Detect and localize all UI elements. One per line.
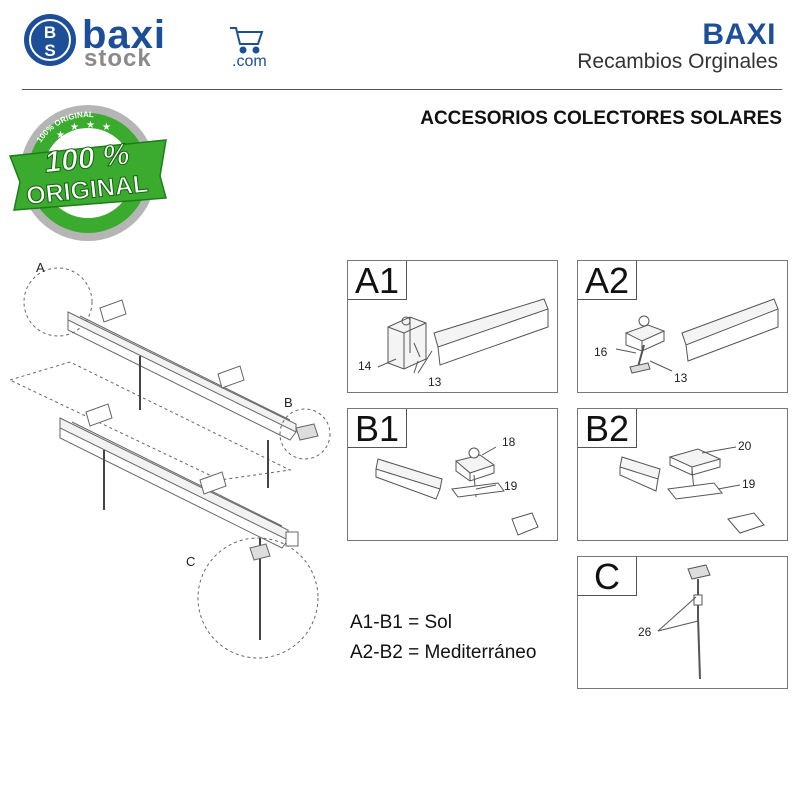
collector-outline xyxy=(8,361,292,481)
svg-text:★: ★ xyxy=(102,122,111,133)
shopping-cart-icon xyxy=(230,27,264,54)
detail-drawing-c xyxy=(657,564,711,680)
detail-drawing-b2 xyxy=(619,446,765,534)
logo-word-bottom: stock xyxy=(84,45,152,72)
detail-panel-a2: A2 16 13 xyxy=(577,260,788,393)
seal-main-text: 100 % xyxy=(43,138,131,180)
assembly-label-a: A xyxy=(36,260,45,275)
callout-a1-14: 14 xyxy=(358,359,372,373)
panel-code-b2: B2 xyxy=(578,409,637,449)
callout-a2-16: 16 xyxy=(594,345,608,359)
callout-b1-19: 19 xyxy=(504,479,518,493)
panel-code-a2: A2 xyxy=(578,261,637,301)
logo-word-top: baxi xyxy=(82,13,166,57)
legend-mediterraneo: A2-B2 = Mediterráneo xyxy=(350,642,537,663)
svg-text:★: ★ xyxy=(70,122,79,133)
panel-code-a1: A1 xyxy=(348,261,407,301)
svg-text:★: ★ xyxy=(86,120,95,131)
callout-c-26: 26 xyxy=(638,625,652,639)
callout-b2-19: 19 xyxy=(742,477,756,491)
logo-domain: .com xyxy=(232,53,267,70)
assembly-drawing: A B C xyxy=(8,260,331,659)
seal-ribbon xyxy=(8,139,167,211)
logo-badge-letter-s: S xyxy=(44,41,55,60)
logo-badge-letter-b: B xyxy=(44,23,56,42)
original-seal: 100% ORIGINAL 100 % ORIGINAL ★★ ★★ xyxy=(8,105,167,241)
rail-lower xyxy=(59,417,289,549)
legend-sol: A1-B1 = Sol xyxy=(350,612,452,633)
brand-name: BAXI xyxy=(702,18,776,51)
panel-code-c: C xyxy=(578,557,637,597)
logo-badge xyxy=(24,14,76,66)
assembly-label-c: C xyxy=(186,554,195,569)
callout-b1-18: 18 xyxy=(502,435,516,449)
rail-brackets xyxy=(85,299,245,495)
panel-code-b1: B1 xyxy=(348,409,407,449)
rail-upper xyxy=(67,311,297,441)
detail-panel-b2: B2 20 19 xyxy=(577,408,788,541)
callout-a2-13: 13 xyxy=(674,371,688,385)
svg-text:★: ★ xyxy=(56,130,65,141)
detail-drawing-b1 xyxy=(375,446,539,536)
seal-stars: ★ ★ ★ ★ xyxy=(56,120,111,141)
callout-a1-13: 13 xyxy=(428,375,442,389)
tagline: Recambios Orginales xyxy=(577,50,778,73)
section-title: ACCESORIOS COLECTORES SOLARES xyxy=(420,108,782,129)
detail-panel-a1: A1 14 13 xyxy=(347,260,558,393)
callout-b2-20: 20 xyxy=(738,439,752,453)
assembly-label-b: B xyxy=(284,395,293,410)
detail-circle-c xyxy=(197,537,319,659)
detail-circle-a xyxy=(23,267,93,337)
detail-panel-b1: B1 18 19 xyxy=(347,408,558,541)
baxistock-logo[interactable]: B S baxi stock .com xyxy=(22,10,282,72)
detail-circle-b xyxy=(279,408,331,460)
detail-panel-c: C 26 xyxy=(577,556,788,689)
detail-drawing-a2 xyxy=(615,298,779,374)
detail-drawing-a1 xyxy=(377,298,549,374)
header-divider xyxy=(22,89,782,90)
